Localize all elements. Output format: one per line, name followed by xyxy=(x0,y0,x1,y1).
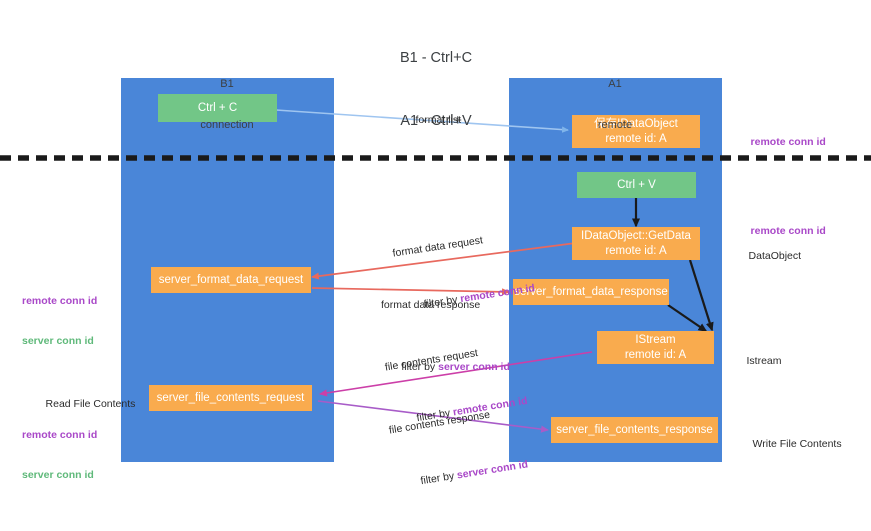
side-label-conn-ids-upper: remote conn id server conn id xyxy=(22,269,97,374)
node-ctrl-c[interactable]: Ctrl + C xyxy=(158,94,277,122)
column-header-a1-line1: A1 xyxy=(608,77,622,90)
side-label-write-file-contents: Write File Contents xyxy=(735,425,842,464)
edge-label-file-contents-request-line1: file contents request xyxy=(384,347,479,374)
edge-label-file-contents-response-line2: filter by server conn id xyxy=(395,445,531,505)
node-ctrl-v[interactable]: Ctrl + V xyxy=(577,172,696,198)
node-server-format-data-response-label: server_format_data_response xyxy=(514,285,668,298)
column-header-b1-line2: connection xyxy=(200,118,254,131)
side-label-remote-conn-id-left-2: remote conn id xyxy=(22,429,98,442)
edge-label-format-data-request-line1: format data request xyxy=(391,234,484,260)
diagram-title-line1: B1 - Ctrl+C xyxy=(399,50,473,67)
node-ctrl-c-label: Ctrl + C xyxy=(197,101,238,114)
column-header-b1-line1: B1 xyxy=(220,77,234,90)
node-istream-sublabel: remote id: A xyxy=(624,348,687,361)
node-ctrl-v-label: Ctrl + V xyxy=(617,178,656,191)
node-save-idataobject[interactable]: 保存IDataObject remote id: A xyxy=(572,115,700,148)
edge-label-file-contents-response-line1: file contents response xyxy=(388,408,491,437)
divider-dashed-line xyxy=(0,155,871,161)
side-label-read-file-contents-text: Read File Contents xyxy=(45,398,136,411)
edge-label-format-list: format list xyxy=(398,101,462,140)
side-label-remote-conn-id-top-text: remote conn id xyxy=(750,136,826,149)
node-istream[interactable]: IStream remote id: A xyxy=(597,331,714,364)
edge-label-format-list-text: format list xyxy=(415,114,462,127)
node-server-file-contents-response-label: server_file_contents_response xyxy=(556,423,713,436)
node-server-file-contents-request[interactable]: server_file_contents_request xyxy=(149,385,312,411)
node-idataobject-getdata-label: IDataObject::GetData xyxy=(581,230,691,243)
node-server-format-data-request[interactable]: server_format_data_request xyxy=(151,267,311,293)
node-save-idataobject-sublabel: remote id: A xyxy=(605,132,667,145)
side-label-remote-conn-id-mid-text: remote conn id xyxy=(750,225,826,238)
side-label-server-conn-id-left-2: server conn id xyxy=(22,468,94,481)
node-idataobject-getdata-sublabel: remote id: A xyxy=(605,244,667,257)
side-label-conn-ids-lower: remote conn id server conn id xyxy=(22,403,97,508)
column-header-a1: A1 remote xyxy=(545,50,685,160)
column-header-a1-line2: remote xyxy=(597,118,633,131)
side-label-read-file-contents: Read File Contents xyxy=(28,385,136,424)
edge-label-file-contents-response: file contents response filter by server … xyxy=(384,378,535,530)
node-server-file-contents-request-label: server_file_contents_request xyxy=(156,391,305,404)
node-save-idataobject-label: 保存IDataObject xyxy=(594,118,678,131)
column-header-b1: B1 connection xyxy=(157,50,297,160)
side-label-dataobject-text: DataObject xyxy=(748,250,802,263)
node-idataobject-getdata[interactable]: IDataObject::GetData remote id: A xyxy=(572,227,700,260)
filter-by-prefix: filter by xyxy=(419,469,458,487)
node-istream-label: IStream xyxy=(635,334,676,347)
side-label-remote-conn-id-left: remote conn id xyxy=(22,295,98,308)
side-label-write-file-contents-text: Write File Contents xyxy=(752,438,842,451)
edge-label-format-data-response-line1: format data response xyxy=(381,299,481,312)
diagram-canvas: Ctrl + C 保存IDataObject remote id: A Ctrl… xyxy=(0,6,871,487)
tag-server-conn-id: server conn id xyxy=(456,458,529,482)
side-label-dataobject: DataObject xyxy=(731,237,802,276)
diagram-title: B1 - Ctrl+C A1 - Ctrl+V xyxy=(336,6,536,174)
node-server-format-data-request-label: server_format_data_request xyxy=(158,273,304,286)
side-label-server-conn-id-left: server conn id xyxy=(22,334,94,347)
side-label-istream-text: Istream xyxy=(746,355,782,368)
side-label-istream: Istream xyxy=(729,342,782,381)
side-label-remote-conn-id-top: remote conn id xyxy=(733,123,826,162)
side-label-remote-conn-id-mid: remote conn id xyxy=(733,212,826,251)
node-server-file-contents-response[interactable]: server_file_contents_response xyxy=(551,417,718,443)
node-server-format-data-response[interactable]: server_format_data_response xyxy=(513,279,669,305)
